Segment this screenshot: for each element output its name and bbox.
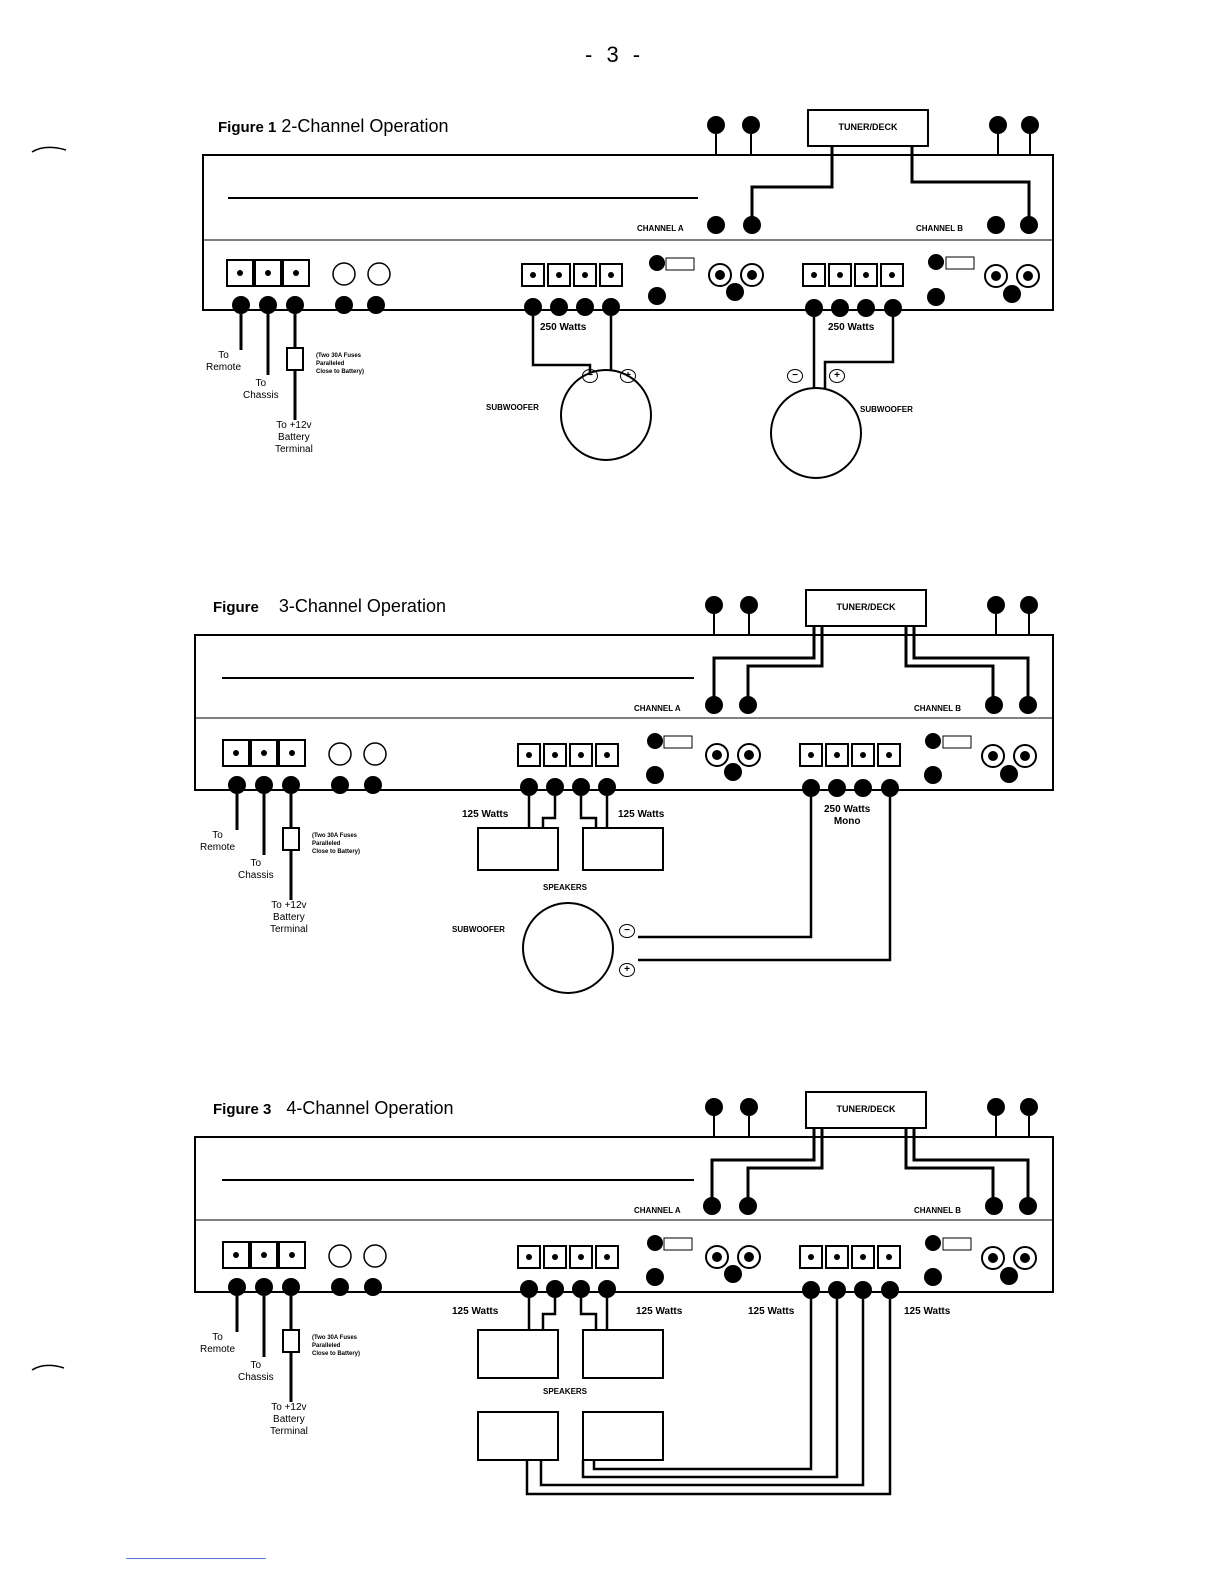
figure-1: Figure 1 2-Channel Operation — [0, 100, 1225, 480]
watts-label-1: 125 Watts — [462, 809, 509, 820]
watts-label-1: 250 Watts — [540, 322, 587, 333]
minus-terminal: − — [787, 369, 803, 383]
figure-3-title: Figure 3 4-Channel Operation — [213, 1098, 454, 1118]
channel-b-label: CHANNEL B — [914, 704, 961, 713]
to-battery-label: To +12v Battery Terminal — [270, 900, 308, 935]
subwoofer-label: SUBWOOFER — [452, 925, 505, 934]
figure-2: Figure 3-Channel Operation — [0, 580, 1225, 1000]
to-chassis-label: To Chassis — [238, 858, 274, 881]
to-battery-label: To +12v Battery Terminal — [270, 1402, 308, 1437]
watts-label-3: 250 Watts Mono — [824, 804, 871, 827]
tuner-label: TUNER/DECK — [836, 602, 896, 612]
channel-a-label: CHANNEL A — [637, 224, 684, 233]
to-remote-label: To Remote — [200, 830, 236, 853]
minus-terminal: − — [619, 924, 635, 938]
callout-25 — [1021, 116, 1039, 155]
plus-terminal: + — [620, 369, 636, 383]
tuner-label: TUNER/DECK — [838, 122, 898, 132]
to-remote-label: To Remote — [206, 350, 242, 373]
watts-label-3: 125 Watts — [748, 1306, 795, 1317]
speakers-label: SPEAKERS — [543, 883, 588, 892]
margin-mark-top — [31, 146, 67, 153]
figure-3: Figure 3 4-Channel Operation — [0, 1082, 1225, 1512]
fuse-note: (Two 30A Fuses Paralleled Close to Batte… — [312, 1335, 361, 1357]
channel-a-label: CHANNEL A — [634, 1206, 681, 1215]
figure-1-diagram — [202, 109, 1054, 479]
fuse-note: (Two 30A Fuses Paralleled Close to Batte… — [316, 353, 365, 375]
callout-12 — [707, 116, 725, 155]
bottom-rule — [126, 1558, 266, 1559]
plus-terminal: + — [619, 963, 635, 977]
figure-3-diagram — [194, 1091, 1054, 1496]
to-chassis-label: To Chassis — [238, 1360, 274, 1383]
figure-2-diagram — [194, 589, 1054, 994]
minus-terminal: − — [582, 369, 598, 383]
callout-23 — [989, 116, 1007, 155]
channel-b-label: CHANNEL B — [916, 224, 963, 233]
to-chassis-label: To Chassis — [243, 378, 279, 401]
margin-mark-bottom — [31, 1364, 65, 1371]
to-battery-label: To +12v Battery Terminal — [275, 420, 313, 455]
to-remote-label: To Remote — [200, 1332, 236, 1355]
channel-a-label: CHANNEL A — [634, 704, 681, 713]
plus-terminal: + — [829, 369, 845, 383]
watts-label-2: 125 Watts — [636, 1306, 683, 1317]
watts-label-2: 125 Watts — [618, 809, 665, 820]
watts-label-2: 250 Watts — [828, 322, 875, 333]
callout-14 — [742, 116, 760, 155]
speakers-label: SPEAKERS — [543, 1387, 588, 1396]
fuse-note: (Two 30A Fuses Paralleled Close to Batte… — [312, 833, 361, 855]
figure-2-title: Figure 3-Channel Operation — [213, 596, 446, 616]
channel-b-label: CHANNEL B — [914, 1206, 961, 1215]
subwoofer-label-2: SUBWOOFER — [860, 405, 913, 414]
page-number: - 3 - — [585, 42, 645, 67]
tuner-box — [807, 109, 929, 147]
tuner-label: TUNER/DECK — [836, 1104, 896, 1114]
subwoofer-label-1: SUBWOOFER — [486, 403, 539, 412]
watts-label-1: 125 Watts — [452, 1306, 499, 1317]
watts-label-4: 125 Watts — [904, 1306, 951, 1317]
figure-1-title: Figure 1 2-Channel Operation — [218, 116, 449, 136]
